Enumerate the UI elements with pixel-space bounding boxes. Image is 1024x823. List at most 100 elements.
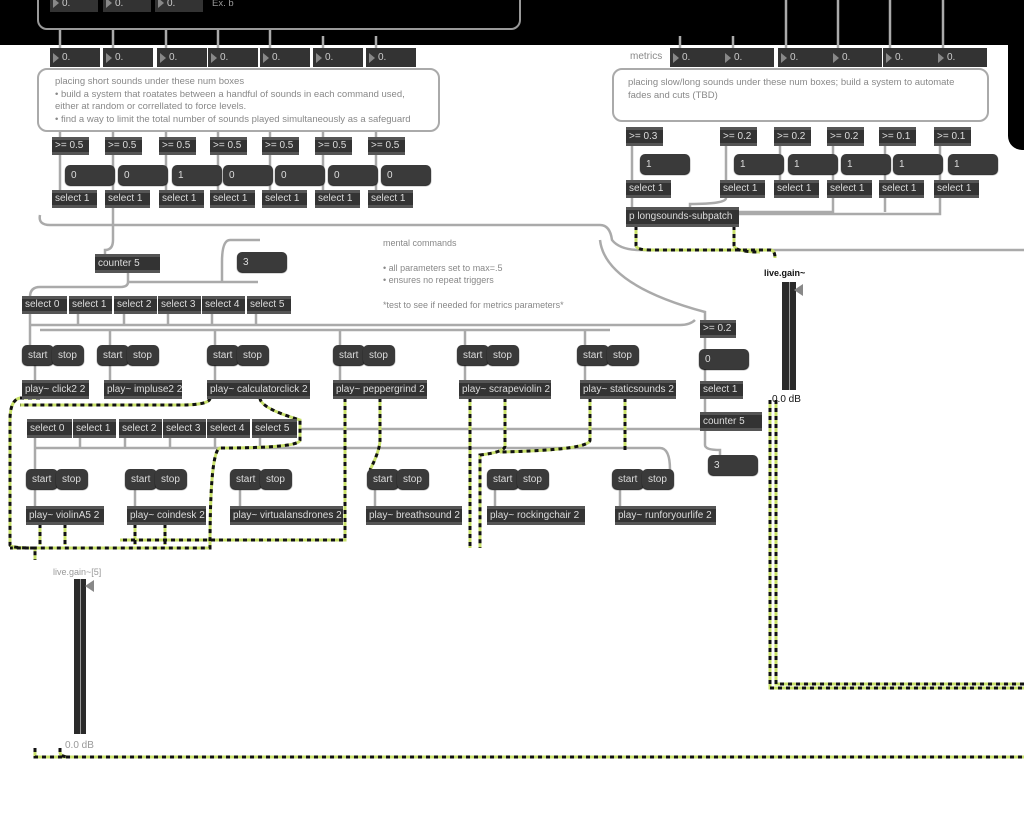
message-box[interactable]: 1 [734, 154, 784, 174]
start-button[interactable]: start [26, 469, 58, 489]
top-number-box[interactable]: 0. [103, 0, 151, 12]
message-box[interactable]: 1 [640, 154, 690, 174]
player-object[interactable]: play~ click2 2 [22, 380, 89, 399]
threshold-object[interactable]: >= 0.3 [626, 127, 663, 146]
select-object[interactable]: select 1 [368, 190, 413, 208]
select-object[interactable]: select 1 [69, 296, 112, 314]
select-object[interactable]: select 1 [262, 190, 307, 208]
select-object[interactable]: select 1 [105, 190, 150, 208]
metrics-number-box[interactable]: 0. [883, 48, 935, 67]
select-object[interactable]: select 2 [114, 296, 157, 314]
select-object[interactable]: select 5 [252, 419, 297, 438]
player-object[interactable]: play~ peppergrind 2 [333, 380, 427, 399]
number-box[interactable]: 0. [366, 48, 416, 67]
threshold-object[interactable]: >= 0.5 [368, 137, 405, 155]
select-object[interactable]: select 5 [247, 296, 291, 314]
threshold-object[interactable]: >= 0.2 [774, 127, 811, 146]
longsounds-subpatch[interactable]: p longsounds-subpatch [626, 207, 739, 227]
select-object[interactable]: select 1 [52, 190, 97, 208]
select-object[interactable]: select 1 [827, 180, 872, 198]
start-button[interactable]: start [230, 469, 262, 489]
threshold-object[interactable]: >= 0.5 [52, 137, 89, 155]
message-box[interactable]: 0 [223, 165, 273, 185]
message-box[interactable]: 0 [328, 165, 378, 185]
select-object[interactable]: select 1 [934, 180, 979, 198]
message-box[interactable]: 0 [275, 165, 325, 185]
message-box[interactable]: 1 [172, 165, 222, 185]
select-object[interactable]: select 4 [202, 296, 245, 314]
threshold-object[interactable]: >= 0.5 [315, 137, 352, 155]
select-object[interactable]: select 1 [159, 190, 204, 208]
message-box[interactable]: 1 [893, 154, 943, 174]
player-object[interactable]: play~ violinA5 2 [26, 506, 104, 525]
number-box[interactable]: 0. [103, 48, 153, 67]
start-button[interactable]: start [333, 345, 365, 365]
select-object[interactable]: select 1 [315, 190, 360, 208]
select-object[interactable]: select 4 [207, 419, 250, 438]
metrics-number-box[interactable]: 0. [935, 48, 987, 67]
count-message[interactable]: 3 [237, 252, 287, 272]
threshold-object[interactable]: >= 0.2 [720, 127, 757, 146]
number-box[interactable]: 0. [50, 48, 100, 67]
threshold-object[interactable]: >= 0.2 [700, 320, 736, 338]
threshold-object[interactable]: >= 0.2 [827, 127, 864, 146]
select-object[interactable]: select 1 [720, 180, 765, 198]
player-object[interactable]: play~ breathsound 2 [366, 506, 462, 525]
select-object[interactable]: select 1 [210, 190, 255, 208]
stop-button[interactable]: stop [260, 469, 292, 489]
number-box[interactable]: 0. [208, 48, 258, 67]
player-object[interactable]: play~ calculatorclick 2 [207, 380, 310, 399]
stop-button[interactable]: stop [363, 345, 395, 365]
live-gain-slider[interactable] [782, 282, 796, 390]
player-object[interactable]: play~ staticsounds 2 [580, 380, 676, 399]
threshold-object[interactable]: >= 0.5 [262, 137, 299, 155]
stop-button[interactable]: stop [155, 469, 187, 489]
select-object[interactable]: select 1 [626, 180, 671, 198]
message-box[interactable]: 0 [381, 165, 431, 185]
select-object[interactable]: select 1 [879, 180, 924, 198]
select-object[interactable]: select 3 [158, 296, 201, 314]
counter-object[interactable]: counter 5 [95, 254, 160, 273]
threshold-object[interactable]: >= 0.1 [879, 127, 916, 146]
select-object[interactable]: select 2 [119, 419, 162, 438]
metrics-number-box[interactable]: 0. [830, 48, 882, 67]
threshold-object[interactable]: >= 0.1 [934, 127, 971, 146]
start-button[interactable]: start [367, 469, 399, 489]
select-object[interactable]: select 1 [73, 419, 116, 438]
start-button[interactable]: start [207, 345, 239, 365]
stop-button[interactable]: stop [607, 345, 639, 365]
select-object[interactable]: select 0 [27, 419, 72, 438]
start-button[interactable]: start [612, 469, 644, 489]
count-message[interactable]: 3 [708, 455, 758, 475]
player-object[interactable]: play~ coindesk 2 [127, 506, 206, 525]
player-object[interactable]: play~ impluse2 2 [104, 380, 182, 399]
start-button[interactable]: start [577, 345, 609, 365]
player-object[interactable]: play~ virtualansdrones 2 [230, 506, 343, 525]
start-button[interactable]: start [22, 345, 54, 365]
number-box[interactable]: 0. [313, 48, 363, 67]
player-object[interactable]: play~ scrapeviolin 2 [459, 380, 551, 399]
number-box[interactable]: 0. [157, 48, 207, 67]
live-gain-5-thumb[interactable] [85, 580, 94, 592]
start-button[interactable]: start [125, 469, 157, 489]
top-number-box[interactable]: 0. [155, 0, 203, 12]
player-object[interactable]: play~ rockingchair 2 [487, 506, 585, 525]
stop-button[interactable]: stop [397, 469, 429, 489]
select-object[interactable]: select 1 [774, 180, 819, 198]
stop-button[interactable]: stop [52, 345, 84, 365]
message-box[interactable]: 0 [118, 165, 168, 185]
live-gain-5-slider[interactable] [74, 579, 86, 734]
stop-button[interactable]: stop [127, 345, 159, 365]
metrics-number-box[interactable]: 0. [670, 48, 722, 67]
start-button[interactable]: start [97, 345, 129, 365]
start-button[interactable]: start [457, 345, 489, 365]
player-object[interactable]: play~ runforyourlife 2 [615, 506, 716, 525]
stop-button[interactable]: stop [517, 469, 549, 489]
stop-button[interactable]: stop [642, 469, 674, 489]
message-box[interactable]: 0 [65, 165, 115, 185]
threshold-object[interactable]: >= 0.5 [159, 137, 196, 155]
message-box[interactable]: 1 [841, 154, 891, 174]
message-box[interactable]: 0 [699, 349, 749, 369]
threshold-object[interactable]: >= 0.5 [105, 137, 142, 155]
select-object[interactable]: select 0 [22, 296, 67, 314]
